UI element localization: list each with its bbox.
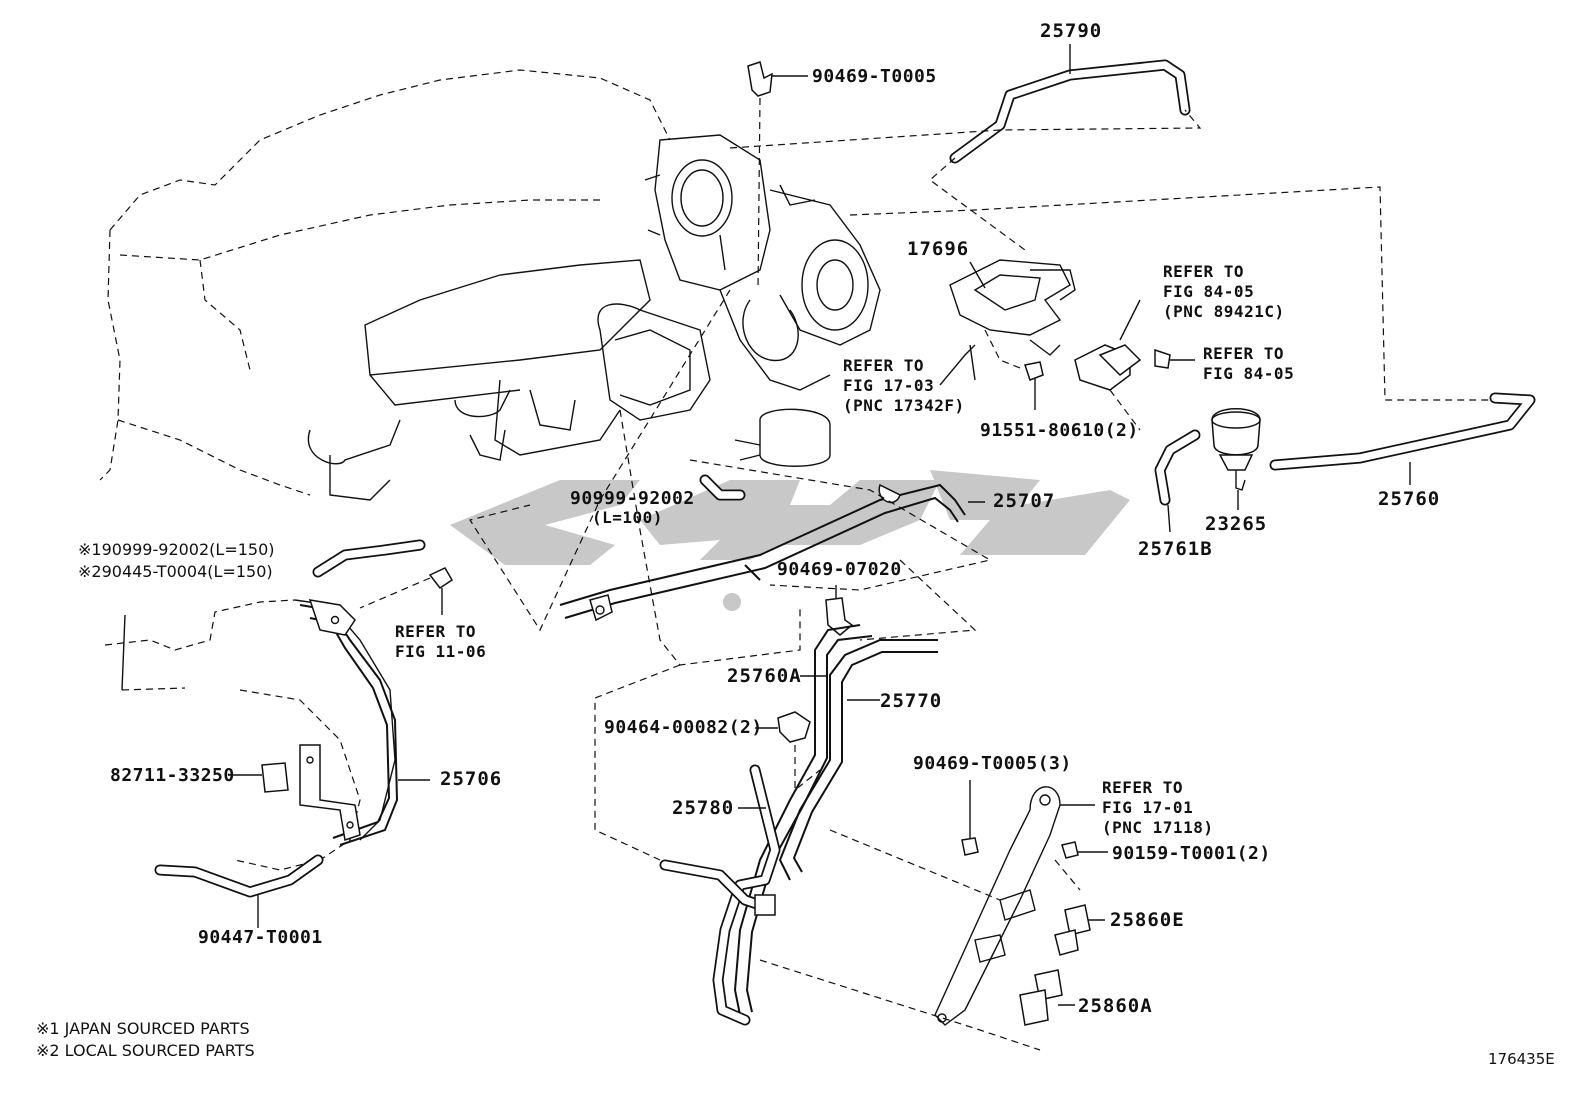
valve-25860a [1019, 969, 1075, 1026]
label-25770: 25770 [880, 690, 943, 712]
bracket-17696 [849, 186, 1500, 401]
clip-top [747, 61, 808, 291]
label-82711: 82711-33250 [110, 765, 235, 786]
hose-25790 [729, 44, 1202, 251]
refer-line-1: REFER TO [1203, 344, 1285, 363]
label-25790: 25790 [1040, 20, 1103, 42]
refer-line-3: (PNC 89421C) [1163, 302, 1285, 321]
label-90464: 90464-00082(2) [604, 717, 763, 738]
engine-block-outline [99, 69, 711, 501]
refer-11-06: REFER TO FIG 11-06 [395, 622, 486, 662]
label-91551: 91551-80610(2) [980, 420, 1139, 441]
pipe-25770 [733, 624, 938, 1016]
refer-line-1: REFER TO [843, 356, 925, 375]
bolt-91551 [1024, 361, 1044, 410]
label-25760: 25760 [1378, 488, 1441, 510]
part-length: (L=100) [592, 508, 663, 527]
label-25780: 25780 [672, 797, 735, 819]
hose-90447 [154, 854, 324, 928]
note-local-sourced: ※2 LOCAL SOURCED PARTS [36, 1041, 255, 1060]
refer-line-1: REFER TO [395, 622, 477, 641]
label-90469-07020: 90469-07020 [777, 559, 902, 580]
refer-line-3: (PNC 17118) [1102, 818, 1214, 837]
label-17696: 17696 [907, 238, 970, 260]
label-90469-t0005-3: 90469-T0005(3) [913, 753, 1072, 774]
label-local-hose: ※290445-T0004(L=150) [78, 562, 273, 581]
refer-17-03: REFER TO FIG 17-03 (PNC 17342F) [843, 356, 965, 416]
refer-line-3: (PNC 17342F) [843, 396, 965, 415]
label-25706: 25706 [440, 768, 503, 790]
label-25860a: 25860A [1078, 995, 1153, 1017]
label-25707: 25707 [993, 490, 1056, 512]
filter-23265 [1211, 408, 1261, 510]
bracket-82711 [228, 744, 361, 841]
refer-84-05-b: REFER TO FIG 84-05 [1203, 344, 1294, 384]
throttle-body [644, 134, 881, 467]
label-90447: 90447-T0001 [198, 927, 323, 948]
valve-25860e [1054, 904, 1105, 956]
refer-17-01: REFER TO FIG 17-01 (PNC 17118) [1102, 778, 1213, 838]
leader-17-03 [939, 344, 976, 386]
refer-line-2: FIG 17-03 [843, 376, 935, 395]
note-japan-sourced: ※1 JAPAN SOURCED PARTS [36, 1019, 250, 1038]
label-25860e: 25860E [1110, 909, 1185, 931]
hose-25780 [659, 764, 1041, 1051]
hose-l150 [312, 539, 426, 578]
refer-line-1: REFER TO [1163, 262, 1245, 281]
hose-90999-100 [689, 459, 992, 591]
label-90469-t0005: 90469-T0005 [812, 66, 937, 87]
watermark-logo [450, 470, 1130, 611]
refer-line-2: FIG 84-05 [1163, 282, 1255, 301]
part-number: 90999-92002 [570, 488, 695, 509]
label-japan-hose: ※190999-92002(L=150) [78, 540, 275, 559]
hose-stub-17342f [969, 344, 976, 381]
bolt-11-06 [359, 567, 454, 615]
refer-line-2: FIG 84-05 [1203, 364, 1295, 383]
hose-25760 [1269, 392, 1536, 485]
clip-90464 [755, 711, 821, 792]
label-23265: 23265 [1205, 513, 1268, 535]
illustration-code: 176435E [1488, 1050, 1555, 1068]
vsv-bracket [829, 786, 1095, 1026]
refer-line-1: REFER TO [1102, 778, 1184, 797]
refer-line-2: FIG 11-06 [395, 642, 487, 661]
refer-84-05-a: REFER TO FIG 84-05 (PNC 89421C) [1163, 262, 1285, 322]
label-25761b: 25761B [1138, 538, 1213, 560]
pipe-25706 [299, 599, 430, 846]
bolt-90159 [1061, 841, 1108, 859]
clip-90469-t0005-3 [961, 780, 979, 856]
label-90999-100: 90999-92002 (L=100) [570, 490, 695, 526]
hose-25761b [1154, 429, 1201, 533]
label-25760a: 25760A [727, 665, 802, 687]
vsv-valve [1074, 299, 1195, 431]
clip-90469-07020 [825, 585, 854, 636]
label-90159: 90159-T0001(2) [1112, 843, 1271, 864]
refer-line-2: FIG 17-01 [1102, 798, 1194, 817]
phantom-leaders [469, 289, 977, 861]
pipe-25707 [559, 483, 985, 622]
